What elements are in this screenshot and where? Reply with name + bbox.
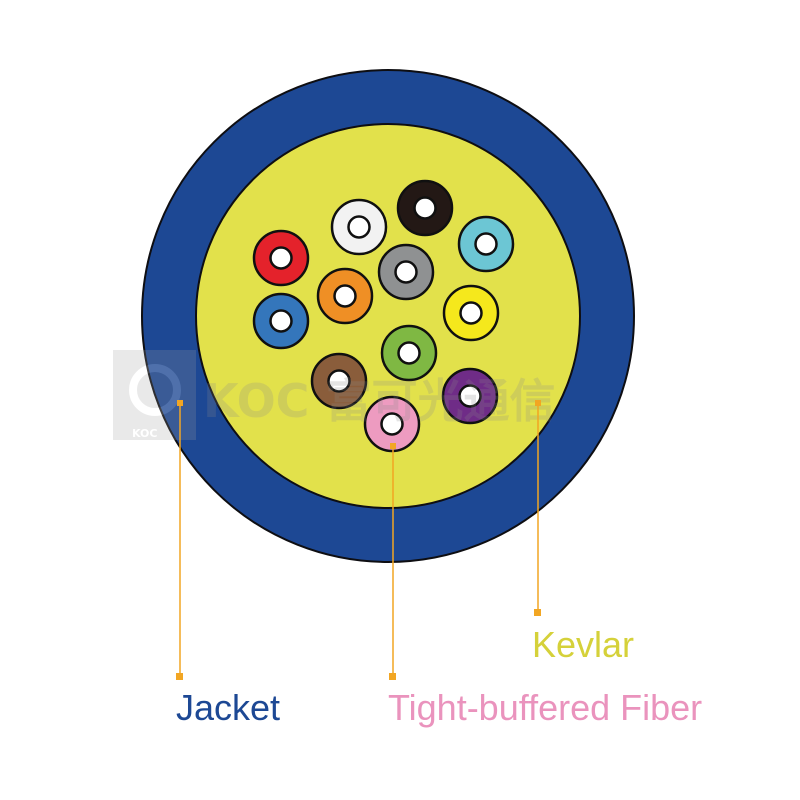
fiber-white: [330, 198, 388, 256]
fiber-core: [380, 412, 404, 436]
watermark: KOC 富可光通信 KOC: [113, 350, 555, 440]
fiber-aqua: [457, 215, 515, 273]
fiber-black: [396, 179, 454, 237]
fiber-core: [347, 215, 371, 239]
fiber-core: [459, 301, 483, 325]
jacket-leader: [176, 400, 183, 680]
watermark-subtext: KOC: [132, 427, 157, 440]
leader-lines: [176, 400, 541, 680]
fiber-core: [269, 246, 293, 270]
fiber-red: [252, 229, 310, 287]
fiber-violet: [441, 367, 499, 425]
fiber-blue: [252, 292, 310, 350]
fiber-core: [413, 196, 437, 220]
fiber-yellow: [442, 284, 500, 342]
fiber-rose: [363, 395, 421, 453]
fiber-core: [394, 260, 418, 284]
jacket-label: Jacket: [176, 687, 280, 728]
fiber-core: [269, 309, 293, 333]
watermark-text: KOC 富可光通信: [203, 374, 555, 428]
watermark-logo-box: [113, 350, 196, 440]
fiber-core: [397, 341, 421, 365]
fiber-orange: [316, 267, 374, 325]
fiber-leader: [389, 443, 396, 680]
fiber-bundle: [252, 179, 515, 453]
watermark-logo-icon: [129, 364, 181, 416]
fiber-label: Tight-buffered Fiber: [388, 687, 702, 728]
fiber-slate: [377, 243, 435, 301]
fiber-brown: [310, 352, 368, 410]
fiber-green: [380, 324, 438, 382]
kevlar-label: Kevlar: [532, 624, 634, 665]
fiber-core: [474, 232, 498, 256]
fiber-core: [458, 384, 482, 408]
fiber-core: [327, 369, 351, 393]
kevlar-leader: [534, 400, 541, 616]
fiber-core: [333, 284, 357, 308]
